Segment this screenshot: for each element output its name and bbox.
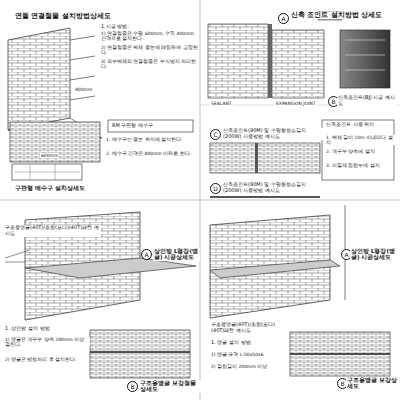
note-text: 1) 앵글은 개구부 양측 200mm 이상 걸친다. bbox=[4, 337, 90, 347]
note-text: 3) 외부벽체의 연결철물은 부식방지 처리한다. bbox=[100, 59, 199, 69]
note-text: 2. 개구부 양측에 설치 bbox=[325, 149, 376, 154]
note-text: 1.시공 방법: bbox=[100, 24, 130, 30]
note-text: 1. 상인방 설치 방법 bbox=[4, 326, 51, 332]
note-text: RM 구판형 배수구 bbox=[111, 123, 154, 129]
detail-title: 상인방 L형강(앵글) 시공상세도 bbox=[153, 248, 200, 261]
marker-letter: B bbox=[340, 381, 344, 387]
note-text: 600mm bbox=[40, 153, 59, 158]
detail-marker: C bbox=[210, 129, 221, 140]
note-text: EXPANSION JOINT bbox=[275, 101, 317, 106]
detail-marker: A bbox=[278, 13, 289, 24]
detail-title: 상인방 L형강(앵글) 시공상세도 bbox=[350, 248, 397, 261]
note-text: 3. 이질재 접합부에 설치 bbox=[325, 163, 381, 168]
marker-letter: B bbox=[331, 99, 335, 105]
detail-title: 구조용앵글 보강철물상세도 bbox=[139, 380, 201, 393]
note-text: 구조용앵글(40T)/조합(모다)(40T)패턴 예시도 bbox=[4, 225, 101, 237]
note-text: 1. 배수구는 줄눈 위치에 설치한다. bbox=[105, 137, 183, 142]
note-text: 400mm bbox=[74, 87, 93, 92]
marker-letter: D bbox=[213, 186, 218, 192]
detail-title: 구조용앵글 보강상세도 bbox=[346, 377, 398, 390]
detail-title: 연돌 연결철물 설치방법상세도 bbox=[14, 13, 112, 20]
note-text: 신축조인트(90M) 및 수평형청소길지(200W) 사용방법 예시도 bbox=[222, 128, 324, 140]
detail-title: 구판형 배수구 설치상세도 bbox=[14, 185, 86, 192]
note-text: 1) 연결철물은 수평 600mm, 수직 400mm 간격으로 설치한다. bbox=[100, 31, 199, 41]
note-text: 2) 앵글은 방청처리 후 설치한다. bbox=[4, 357, 78, 362]
detail-marker: A bbox=[141, 249, 152, 260]
note-text: SEALANT bbox=[210, 101, 233, 106]
marker-letter: B bbox=[130, 384, 134, 390]
note-text: 구조용앵글(40T)/조합(모다)(40T)패턴 예시도 bbox=[210, 322, 287, 334]
detail-marker: B bbox=[127, 381, 138, 392]
marker-letter: A bbox=[281, 16, 285, 22]
marker-letter: A bbox=[344, 252, 348, 258]
marker-letter: A bbox=[144, 252, 148, 258]
note-text: 1) 앵글 규격 L-50x50x6 bbox=[210, 352, 265, 357]
note-text: 2) 연결철물은 벽체 줄눈에 매립하여 고정한다. bbox=[100, 45, 199, 55]
note-text: 2) 걸침길이 200mm 이상 bbox=[210, 364, 268, 369]
detail-title: 신축 조인트 설치방법 상세도 bbox=[290, 12, 383, 19]
marker-letter: C bbox=[213, 132, 217, 138]
note-text: 신축조인트(90M) 및 수평형청소길지(200W) 사용방법 예시도 bbox=[222, 182, 324, 194]
note-text: 신축조인트(BJ) 시공 예시도 bbox=[337, 95, 397, 107]
detail-marker: D bbox=[210, 183, 221, 194]
note-text: 1. 앵글 설치 방법 bbox=[210, 340, 252, 346]
note-text: 1. 벽체 길이 10m 이내마다 설치 bbox=[325, 135, 395, 145]
note-text: 신축조인트 사용 위치 bbox=[325, 122, 375, 128]
note-text: 2. 배수구 간격은 800mm 이하로 한다. bbox=[105, 151, 192, 156]
